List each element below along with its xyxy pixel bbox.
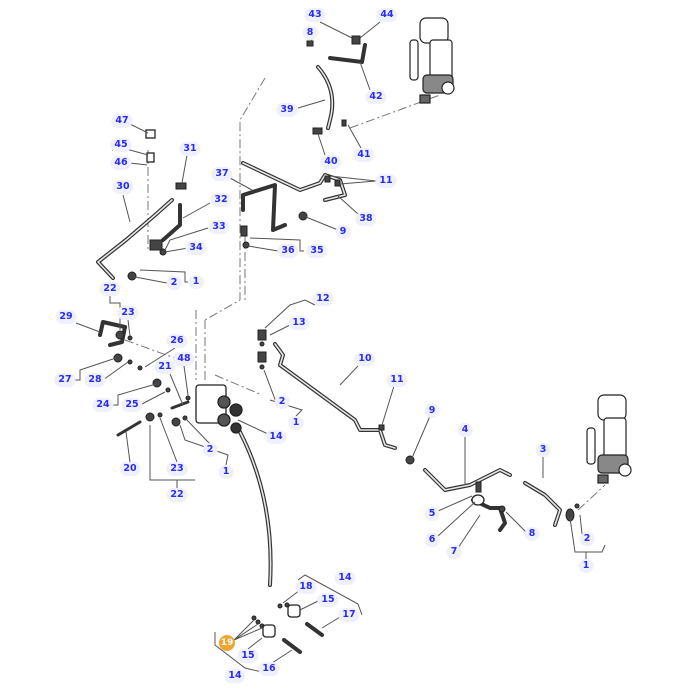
callout-5[interactable]: 5 bbox=[424, 507, 440, 521]
callout-24[interactable]: 24 bbox=[92, 398, 114, 412]
callout-2[interactable]: 2 bbox=[202, 443, 218, 457]
callout-44[interactable]: 44 bbox=[376, 8, 398, 22]
callout-46[interactable]: 46 bbox=[110, 156, 132, 170]
callout-23[interactable]: 23 bbox=[117, 306, 139, 320]
pipes bbox=[96, 43, 562, 587]
control-valve-module-bottom bbox=[586, 394, 632, 484]
callout-6[interactable]: 6 bbox=[424, 533, 440, 547]
callout-40[interactable]: 40 bbox=[320, 155, 342, 169]
callout-10[interactable]: 10 bbox=[354, 352, 376, 366]
callout-17[interactable]: 17 bbox=[338, 608, 360, 622]
callout-13[interactable]: 13 bbox=[288, 316, 310, 330]
callout-19-highlighted[interactable]: 19 bbox=[219, 635, 235, 651]
callout-2[interactable]: 2 bbox=[274, 395, 290, 409]
callout-35[interactable]: 35 bbox=[306, 244, 328, 258]
callout-37[interactable]: 37 bbox=[211, 167, 233, 181]
callout-25[interactable]: 25 bbox=[121, 398, 143, 412]
callout-47[interactable]: 47 bbox=[111, 114, 133, 128]
callout-15[interactable]: 15 bbox=[237, 649, 259, 663]
callout-31[interactable]: 31 bbox=[179, 142, 201, 156]
callout-3[interactable]: 3 bbox=[535, 443, 551, 457]
callout-43[interactable]: 43 bbox=[304, 8, 326, 22]
callout-8[interactable]: 8 bbox=[302, 26, 318, 40]
callout-27[interactable]: 27 bbox=[54, 373, 76, 387]
control-valve-module-top bbox=[409, 17, 455, 104]
callout-1[interactable]: 1 bbox=[188, 275, 204, 289]
callout-14[interactable]: 14 bbox=[334, 571, 356, 585]
callout-33[interactable]: 33 bbox=[208, 220, 230, 234]
callout-36[interactable]: 36 bbox=[277, 244, 299, 258]
callout-2[interactable]: 2 bbox=[579, 532, 595, 546]
callout-1[interactable]: 1 bbox=[578, 559, 594, 573]
callout-45[interactable]: 45 bbox=[110, 138, 132, 152]
callout-42[interactable]: 42 bbox=[365, 90, 387, 104]
callout-9[interactable]: 9 bbox=[424, 404, 440, 418]
callout-34[interactable]: 34 bbox=[185, 241, 207, 255]
callout-32[interactable]: 32 bbox=[210, 193, 232, 207]
callout-26[interactable]: 26 bbox=[166, 334, 188, 348]
callout-39[interactable]: 39 bbox=[276, 103, 298, 117]
callout-2[interactable]: 2 bbox=[166, 276, 182, 290]
valve-block bbox=[195, 384, 243, 434]
callout-11[interactable]: 11 bbox=[386, 373, 408, 387]
callout-14[interactable]: 14 bbox=[265, 430, 287, 444]
callout-22[interactable]: 22 bbox=[99, 282, 121, 296]
callout-38[interactable]: 38 bbox=[355, 212, 377, 226]
callout-29[interactable]: 29 bbox=[55, 310, 77, 324]
callout-48[interactable]: 48 bbox=[173, 352, 195, 366]
callout-7[interactable]: 7 bbox=[446, 545, 462, 559]
fittings bbox=[113, 35, 580, 654]
callout-20[interactable]: 20 bbox=[119, 462, 141, 476]
callout-14[interactable]: 14 bbox=[224, 669, 246, 683]
callout-28[interactable]: 28 bbox=[84, 373, 106, 387]
callout-12[interactable]: 12 bbox=[312, 292, 334, 306]
callout-15[interactable]: 15 bbox=[317, 593, 339, 607]
callout-23[interactable]: 23 bbox=[166, 462, 188, 476]
callout-8[interactable]: 8 bbox=[524, 527, 540, 541]
leader-lines bbox=[72, 21, 606, 673]
callout-41[interactable]: 41 bbox=[353, 148, 375, 162]
callout-21[interactable]: 21 bbox=[154, 360, 176, 374]
callout-4[interactable]: 4 bbox=[457, 423, 473, 437]
callout-11[interactable]: 11 bbox=[375, 174, 397, 188]
callout-9[interactable]: 9 bbox=[335, 225, 351, 239]
callout-30[interactable]: 30 bbox=[112, 180, 134, 194]
callout-1[interactable]: 1 bbox=[288, 416, 304, 430]
callout-1[interactable]: 1 bbox=[218, 465, 234, 479]
callout-18[interactable]: 18 bbox=[295, 580, 317, 594]
callout-16[interactable]: 16 bbox=[258, 662, 280, 676]
callout-22[interactable]: 22 bbox=[166, 488, 188, 502]
